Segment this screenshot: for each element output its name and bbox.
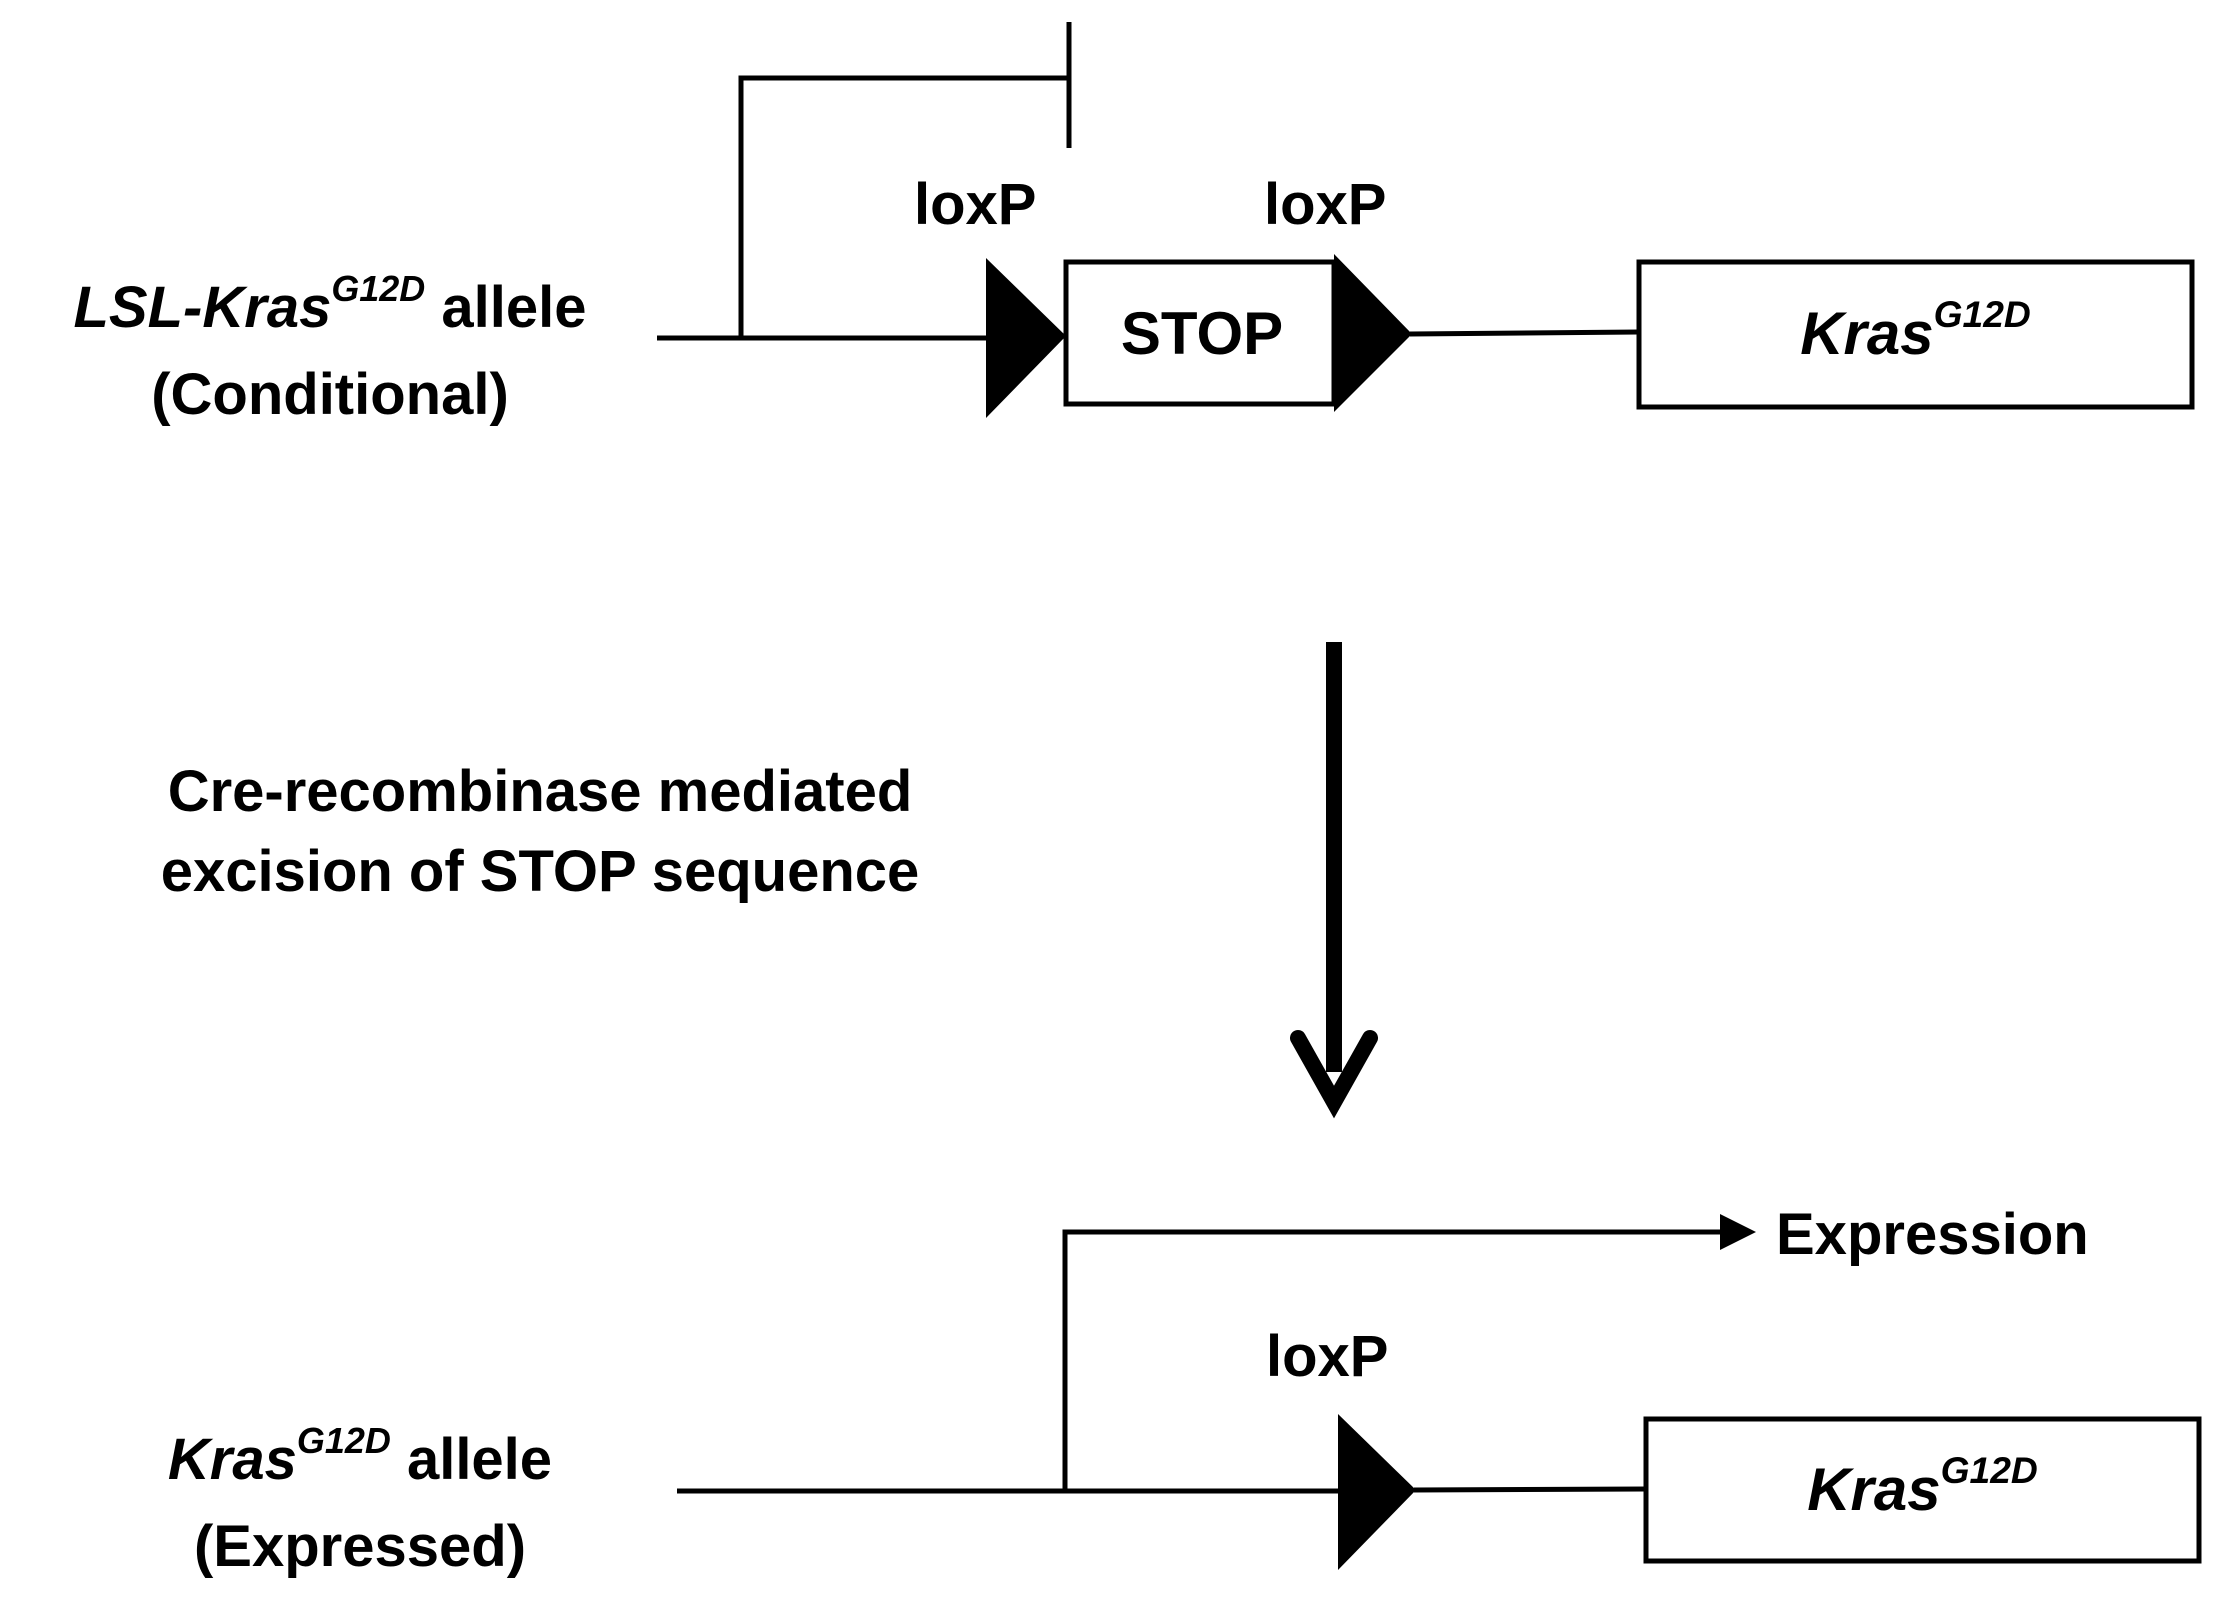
bottom-backbone-mid [1413,1486,1647,1493]
top-loxp-left-triangle [986,258,1066,418]
top-gene-name: Kras [1800,300,1934,367]
bottom-allele-gene: Kras [167,1427,297,1492]
cre-step-line2: excision of STOP sequence [160,839,920,904]
top-gene-label: KrasG12D [1639,296,2192,364]
top-allele-graphics [657,22,2195,410]
top-allele-subtitle: (Conditional) [151,362,509,427]
arrow-shaft [1326,642,1342,1072]
bottom-gene-mutation: G12D [1940,1449,2038,1492]
cre-step-line1: Cre-recombinase mediated [167,759,913,824]
top-allele-name: LSL-KrasG12D allele [20,268,640,355]
bottom-gene-name: Kras [1807,1456,1941,1523]
top-loxp-right-label: loxP [1264,172,1387,237]
bottom-gene-box [1643,1416,2202,1564]
recombination-arrow [1290,642,1378,1119]
bottom-allele-label: KrasG12D allele (Expressed) [50,1420,670,1587]
cre-step-label: Cre-recombinase mediated excision of STO… [60,752,1020,912]
expression-arrowhead [1720,1214,1756,1250]
top-allele-mutation: G12D [331,268,426,310]
arrow-head [1290,1030,1378,1119]
top-allele-label: LSL-KrasG12D allele (Conditional) [20,268,640,435]
bottom-allele-mutation: G12D [296,1420,391,1462]
top-backbone-mid [1409,329,1640,337]
bottom-loxp-label: loxP [1266,1324,1389,1389]
top-loxp-right-triangle [1334,254,1412,412]
bottom-loxp-triangle [1338,1414,1416,1570]
bottom-allele-graphics [677,1229,2202,1564]
bottom-gene-label: KrasG12D [1646,1452,2199,1520]
top-allele-gene: LSL-Kras [73,275,332,340]
bottom-allele-suffix: allele [390,1427,553,1492]
bottom-allele-subtitle: (Expressed) [193,1514,527,1579]
stop-label: STOP [1120,300,1284,367]
top-gene-box [1636,259,2195,410]
top-allele-suffix: allele [425,275,587,340]
bottom-allele-name: KrasG12D allele [50,1420,670,1507]
top-loxp-left-label: loxP [914,172,1037,237]
top-promoter-blocked [738,75,1069,338]
top-gene-mutation: G12D [1933,293,2031,336]
bottom-promoter-active [1062,1229,1725,1491]
expression-label: Expression [1776,1202,2089,1267]
